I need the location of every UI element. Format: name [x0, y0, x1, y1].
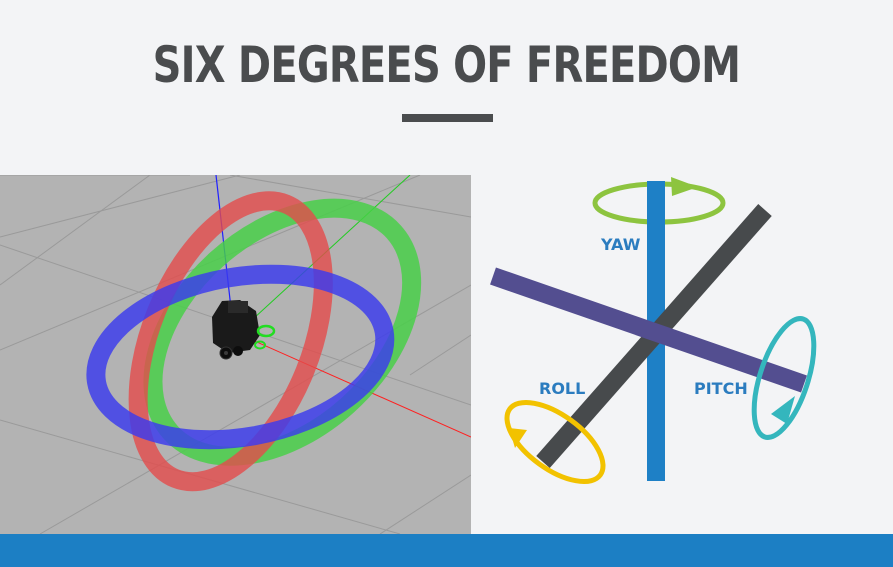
robot-model-icon	[212, 300, 276, 360]
dof-diagram: YAW ROLL PITCH	[471, 160, 893, 534]
roll-label: ROLL	[539, 379, 585, 398]
yaw-label: YAW	[600, 235, 641, 254]
dof-diagram-svg: YAW ROLL PITCH	[490, 177, 817, 485]
viewport-scene	[0, 175, 471, 534]
title-underline	[402, 114, 493, 122]
3d-viewport[interactable]	[0, 175, 471, 534]
pitch-axis-bar	[490, 267, 807, 393]
pitch-rotation-arrow-icon	[751, 316, 817, 440]
blue-rotation-ring[interactable]	[83, 253, 398, 461]
roll-rotation-arrow-icon	[504, 399, 606, 485]
page-title: SIX DEGREES OF FREEDOM	[152, 36, 741, 94]
pitch-label: PITCH	[694, 379, 748, 398]
footer-bar	[0, 534, 893, 567]
